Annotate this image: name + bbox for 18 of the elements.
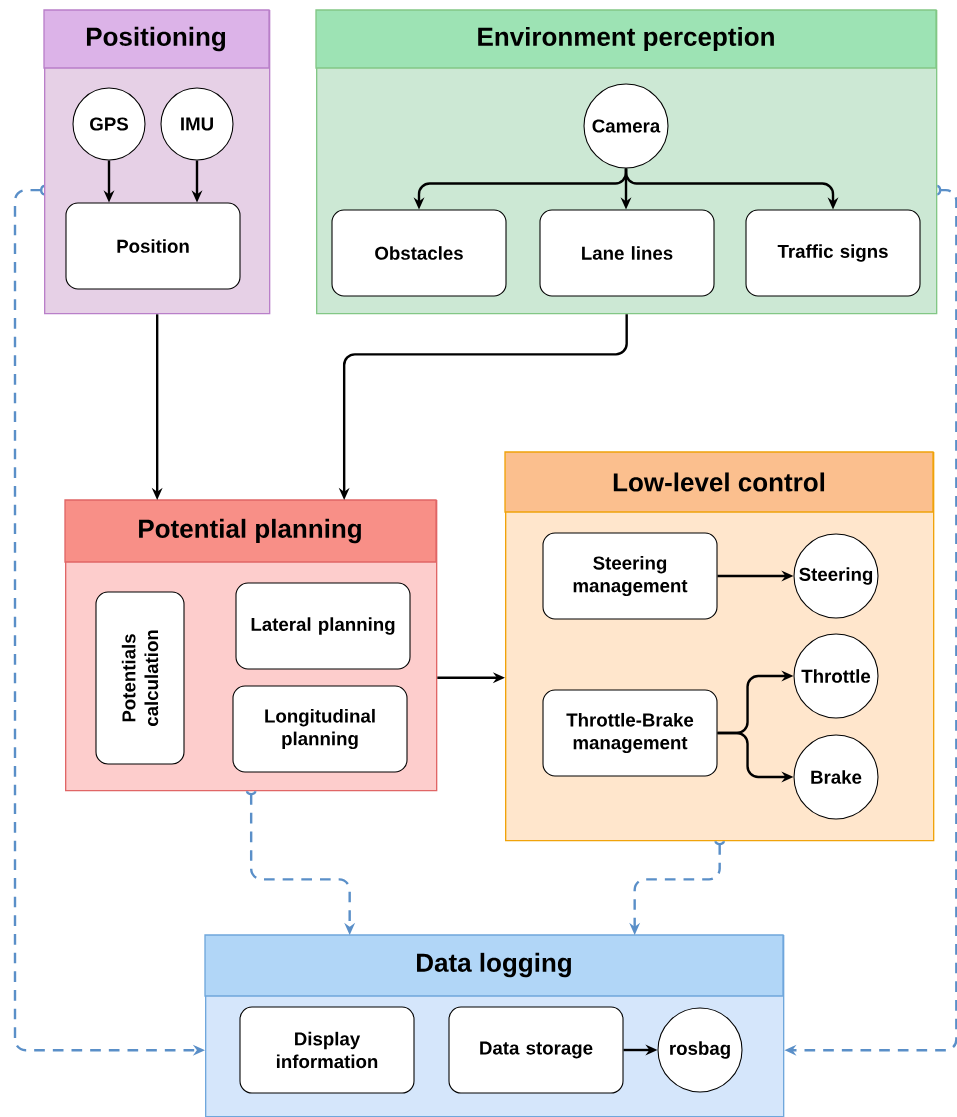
- process-box: Longitudinal planning: [232, 685, 408, 773]
- process-box: Obstacles: [331, 209, 507, 297]
- process-box: Potentials calculation: [95, 591, 185, 765]
- process-box: Lane lines: [539, 209, 715, 297]
- process-box: Throttle-Brake management: [542, 689, 718, 777]
- circle-node: GPS: [72, 87, 146, 161]
- circle-node: Steering: [793, 533, 879, 619]
- process-box: Position: [65, 202, 241, 290]
- circle-node: rosbag: [657, 1007, 743, 1093]
- circle-node: Brake: [793, 734, 879, 820]
- process-box: Lateral planning: [235, 582, 411, 670]
- circle-node: IMU: [160, 87, 234, 161]
- process-box: Data storage: [448, 1006, 624, 1094]
- process-box: Traffic signs: [745, 209, 921, 297]
- circle-node: Camera: [583, 83, 669, 169]
- circle-node: Throttle: [793, 633, 879, 719]
- process-box: Steering management: [542, 532, 718, 620]
- process-box: Display information: [239, 1006, 415, 1094]
